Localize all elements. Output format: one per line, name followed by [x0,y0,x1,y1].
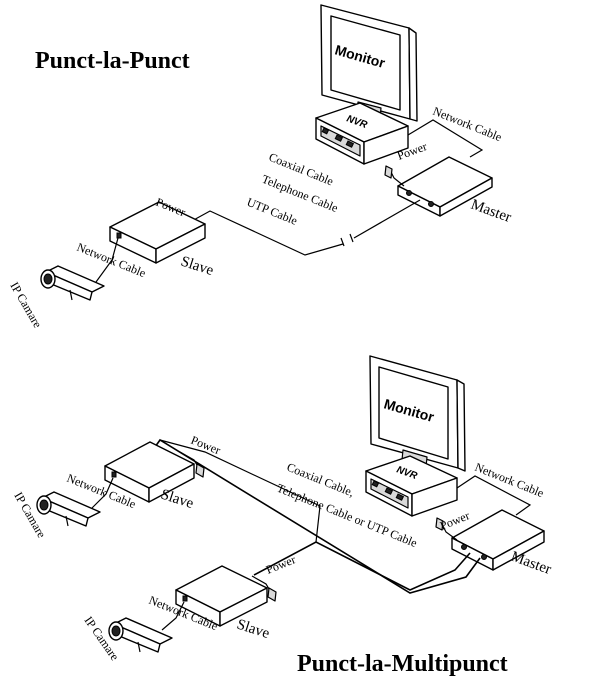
slave1-label: Slave [159,487,196,513]
network-cable-label-top: Network Cable [431,104,504,144]
camera1-cable [91,477,114,509]
trunk-cable-lower [253,541,471,591]
master-bottom [435,509,545,571]
camera2-cable [161,601,185,631]
monitor-bottom: Monitor [369,355,466,472]
ip-camera-top [40,265,105,301]
master-label-top: Master [469,197,514,226]
slave-label-top: Slave [179,254,216,280]
camera-cable-top [95,237,119,283]
slave2-label: Slave [235,617,272,643]
monitor-top: Monitor [320,4,418,122]
slave-bottom-2 [175,565,277,627]
slave2-power-label: Power [264,552,298,576]
network-cable-top [407,119,484,158]
nvr-top: NVR [315,102,409,165]
slave-bottom-1 [104,441,205,503]
title-point-to-multipoint: Punct-la-Multipunct [297,651,508,677]
slave-top [109,201,206,264]
trunk-cable-upper [154,438,481,594]
ip-camera-bottom-2 [108,617,173,653]
ip-camera-bottom-1 [36,491,101,527]
trunk-cable-branch [159,439,321,543]
cable-label-utp-top: UTP Cable [245,195,300,228]
master-label-bottom: Master [509,549,554,578]
network-cable-bottom [456,475,532,516]
slave1-power-label: Power [189,433,223,457]
title-point-to-point: Punct-la-Punct [35,48,190,74]
camera-label-top: IP Camare [7,280,44,331]
cable-break-mark [340,233,354,247]
nvr-bottom: NVR [365,455,458,517]
link-cable-slave-top [189,210,344,256]
link-cable-master-top [353,199,421,239]
